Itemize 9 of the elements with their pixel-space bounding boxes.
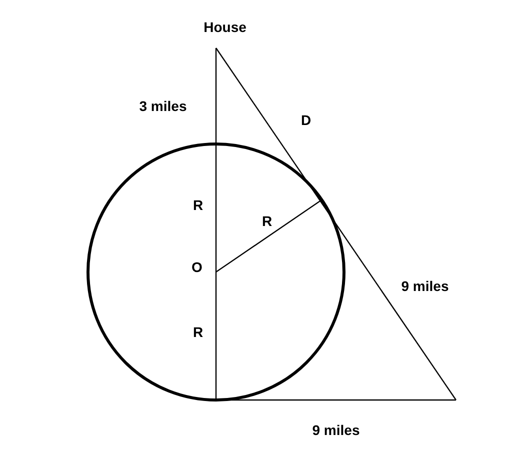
radius-label: R bbox=[262, 214, 272, 228]
distance-label: 3 miles bbox=[139, 99, 187, 113]
center-label: O bbox=[192, 260, 202, 274]
distance-label: 9 miles bbox=[401, 279, 449, 293]
point-label: House bbox=[204, 20, 246, 34]
radius-label: R bbox=[192, 325, 204, 339]
distance-label: 9 miles bbox=[312, 423, 360, 437]
radius-label: R bbox=[192, 198, 204, 212]
distance-label: D bbox=[300, 113, 312, 127]
